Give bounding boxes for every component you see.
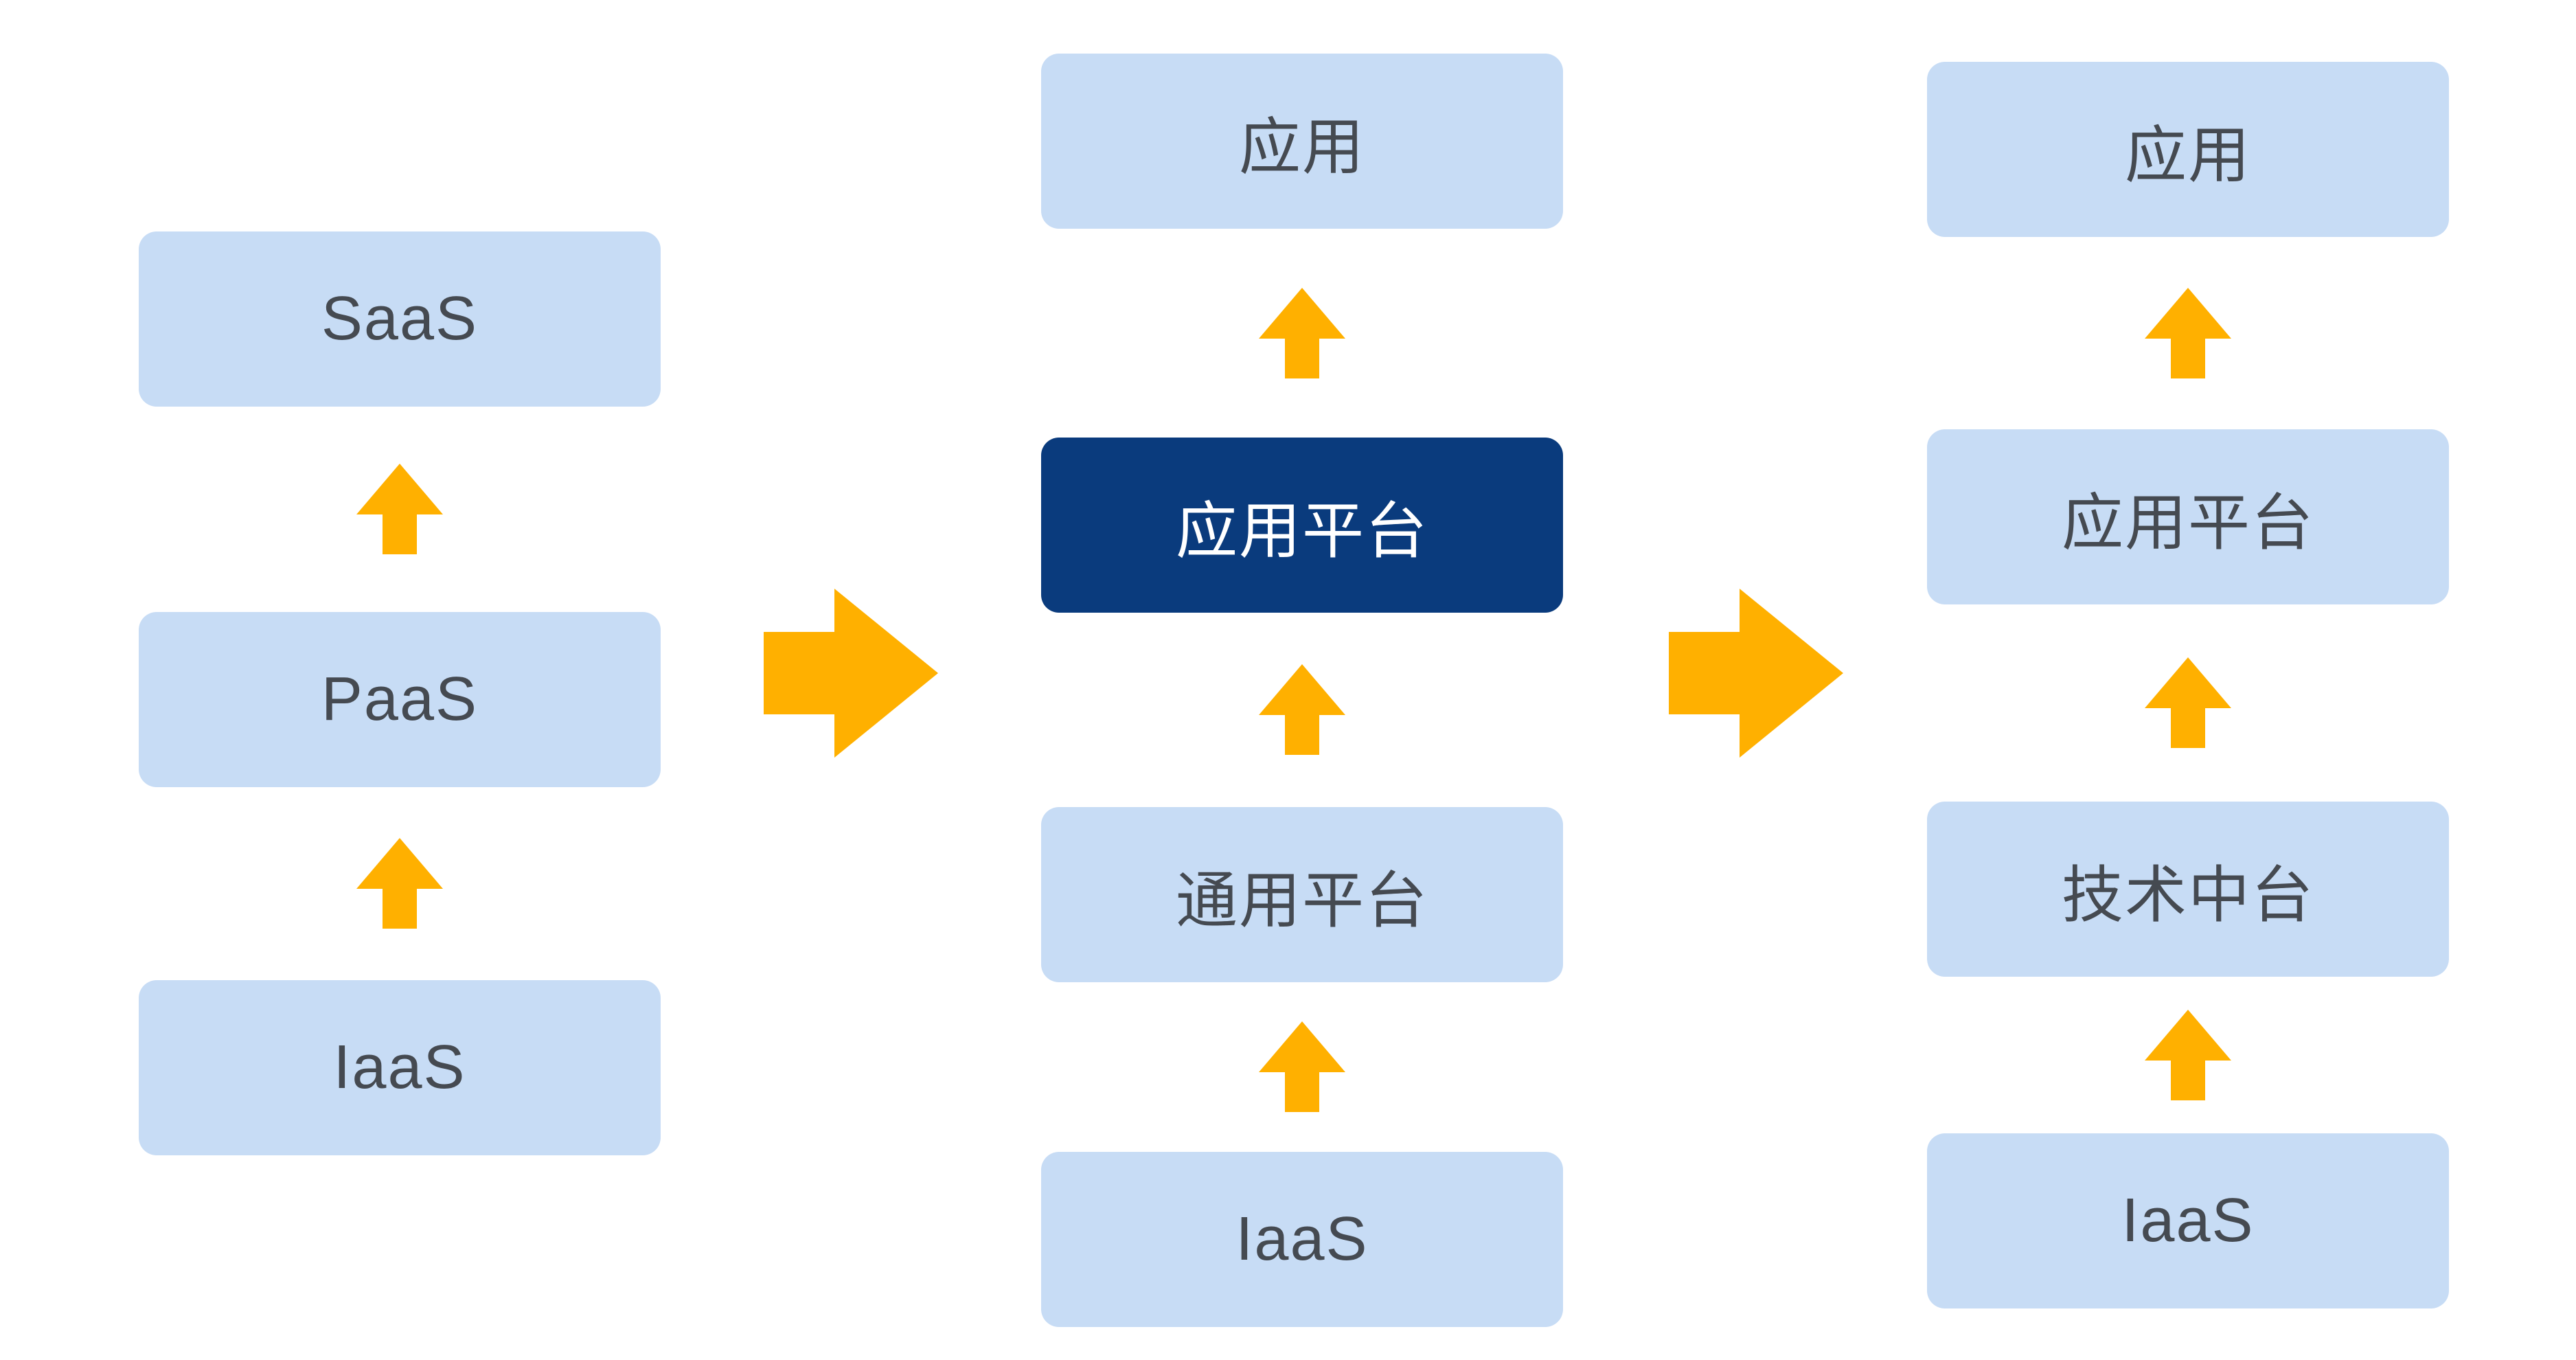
up-arrow-icon xyxy=(1259,664,1345,755)
box-label: IaaS xyxy=(1235,1205,1369,1273)
stage2-box-general-platform: 通用平台 xyxy=(1041,807,1563,982)
box-label: 应用 xyxy=(1239,113,1365,182)
stage1-box-iaas: IaaS xyxy=(139,980,661,1155)
stage2-box-app-platform: 应用平台 xyxy=(1041,438,1563,613)
up-arrow-icon xyxy=(2145,288,2231,378)
box-label: 通用平台 xyxy=(1176,866,1428,936)
up-arrow-icon xyxy=(1259,1021,1345,1112)
right-arrow-icon xyxy=(764,589,938,758)
stage1-box-saas: SaaS xyxy=(139,231,661,407)
up-arrow-icon xyxy=(1259,288,1345,378)
box-label: 技术中台 xyxy=(2062,861,2314,930)
box-label: SaaS xyxy=(321,284,479,353)
stage3-box-app-platform: 应用平台 xyxy=(1927,429,2449,604)
stage3-box-app: 应用 xyxy=(1927,62,2449,237)
stage2-box-iaas: IaaS xyxy=(1041,1152,1563,1327)
box-label: PaaS xyxy=(321,665,479,734)
stage2-box-app: 应用 xyxy=(1041,54,1563,229)
box-label: 应用平台 xyxy=(2062,488,2314,558)
box-label: IaaS xyxy=(2121,1186,2255,1255)
up-arrow-icon xyxy=(356,838,443,929)
box-label: IaaS xyxy=(333,1033,466,1102)
right-arrow-icon xyxy=(1669,589,1843,758)
stage1-box-paas: PaaS xyxy=(139,612,661,787)
up-arrow-icon xyxy=(2145,1010,2231,1100)
stage3-box-tech-middle-platform: 技术中台 xyxy=(1927,802,2449,977)
up-arrow-icon xyxy=(356,464,443,554)
box-label: 应用平台 xyxy=(1176,497,1428,566)
up-arrow-icon xyxy=(2145,657,2231,748)
box-label: 应用 xyxy=(2125,121,2251,190)
stage3-box-iaas: IaaS xyxy=(1927,1133,2449,1308)
